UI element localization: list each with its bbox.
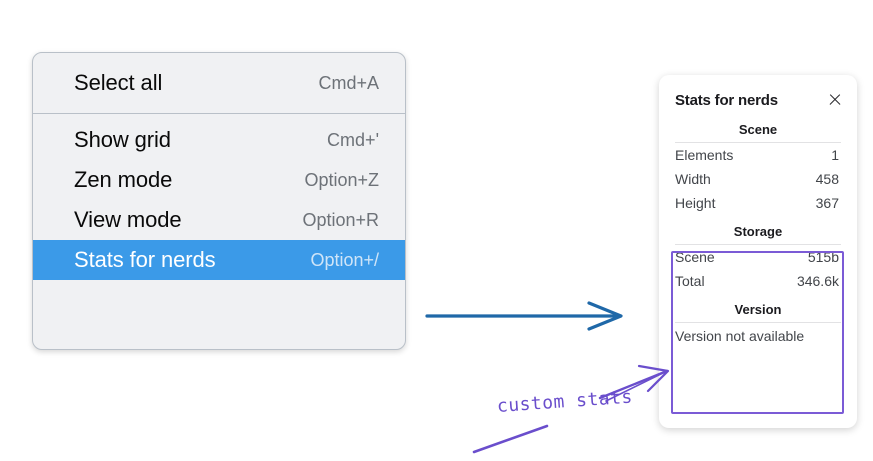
stat-value: 1 <box>831 147 839 163</box>
menu-item-show-grid[interactable]: Show grid Cmd+' <box>33 120 405 160</box>
close-icon[interactable] <box>827 92 843 108</box>
menu-item-shortcut: Cmd+' <box>327 129 379 150</box>
menu-item-select-all[interactable]: Select all Cmd+A <box>33 63 405 103</box>
stat-row: Elements 1 <box>671 143 845 167</box>
stats-panel-header: Stats for nerds <box>671 87 845 113</box>
stat-key: Width <box>675 171 711 187</box>
stat-value: 515b <box>807 249 839 265</box>
blue-arrow-annotation <box>425 301 623 331</box>
section-heading-storage: Storage <box>733 224 783 239</box>
stat-value: 458 <box>815 171 839 187</box>
menu-item-zen-mode[interactable]: Zen mode Option+Z <box>33 160 405 200</box>
version-value: Version not available <box>675 328 805 344</box>
menu-group-1: Select all Cmd+A <box>33 53 405 113</box>
menu-item-label: Stats for nerds <box>74 247 216 272</box>
stats-panel-title: Stats for nerds <box>675 91 778 109</box>
stat-key: Total <box>675 273 705 289</box>
menu-group-2: Show grid Cmd+' Zen mode Option+Z View m… <box>33 114 405 286</box>
section-rule <box>675 244 841 245</box>
menu-divider <box>33 113 405 114</box>
section-rule <box>675 322 841 323</box>
custom-stats-annotation-label: custom stats <box>496 386 634 417</box>
stat-row: Total 346.6k <box>671 269 845 293</box>
menu-item-view-mode[interactable]: View mode Option+R <box>33 200 405 240</box>
menu-item-shortcut: Option+Z <box>304 169 379 190</box>
canvas-context-menu[interactable]: Select all Cmd+A Show grid Cmd+' Zen mod… <box>32 52 406 350</box>
section-rule <box>675 142 841 143</box>
stat-value: 367 <box>815 195 839 211</box>
purple-tail-stroke-annotation <box>472 424 549 454</box>
menu-item-shortcut: Cmd+A <box>318 72 379 93</box>
menu-item-stats-for-nerds[interactable]: Stats for nerds Option+/ <box>33 240 405 280</box>
menu-item-shortcut: Option+R <box>302 209 379 230</box>
stat-key: Height <box>675 195 716 211</box>
stat-row: Width 458 <box>671 167 845 191</box>
menu-item-label: Show grid <box>74 127 171 152</box>
menu-item-shortcut: Option+/ <box>310 249 379 270</box>
stats-for-nerds-panel: Stats for nerds Scene Elements 1 Width 4… <box>659 75 857 428</box>
stat-key: Scene <box>675 249 715 265</box>
section-heading-version: Version <box>734 302 782 317</box>
stat-value: 346.6k <box>796 273 839 289</box>
menu-item-label: Zen mode <box>74 167 173 192</box>
stat-row: Height 367 <box>671 191 845 215</box>
stat-row: Scene 515b <box>671 245 845 269</box>
stat-key: Elements <box>675 147 734 163</box>
menu-item-label: View mode <box>74 207 182 232</box>
menu-item-label: Select all <box>74 70 163 95</box>
section-heading-scene: Scene <box>738 122 778 137</box>
